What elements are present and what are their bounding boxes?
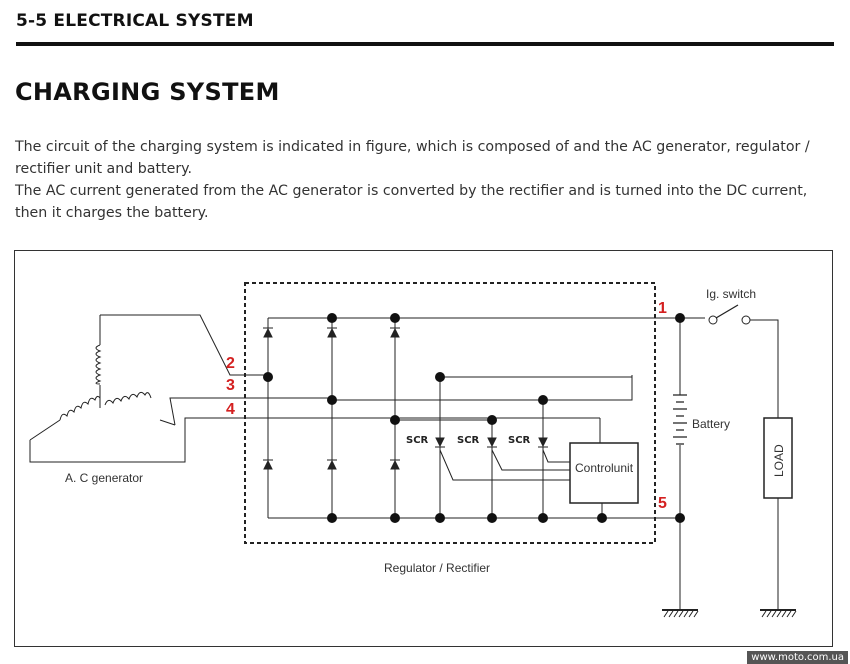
scr-label-3: SCR xyxy=(508,435,531,446)
junction-dots xyxy=(263,313,685,523)
terminal-3: 3 xyxy=(226,377,235,394)
terminal-1: 1 xyxy=(658,300,667,317)
generator-label: A. C generator xyxy=(65,471,143,485)
battery-cells xyxy=(673,394,687,445)
paragraph-2: The AC current generated from the AC gen… xyxy=(15,183,808,221)
wire-coil-right xyxy=(159,419,176,426)
regulator-boundary xyxy=(244,282,656,544)
switch-contact-right xyxy=(741,315,751,325)
coil-right xyxy=(104,391,152,406)
switch-right-wire xyxy=(750,319,779,418)
intro-text: The circuit of the charging system is in… xyxy=(15,136,830,224)
page-title: CHARGING SYSTEM xyxy=(15,78,280,106)
battery-label: Battery xyxy=(692,417,730,431)
wire-gen-bottom xyxy=(29,440,186,463)
scr-label-2: SCR xyxy=(457,435,480,446)
wire-phase-2 xyxy=(100,314,270,376)
coil-top xyxy=(95,344,102,385)
coil-left xyxy=(59,395,101,421)
paragraph-1: The circuit of the charging system is in… xyxy=(15,139,810,177)
scr-gate-3 xyxy=(542,449,570,463)
control-unit-box xyxy=(569,442,639,504)
ig-switch-label: Ig. switch xyxy=(706,287,756,301)
diagram-frame xyxy=(14,250,833,647)
regulator-label: Regulator / Rectifier xyxy=(384,561,490,575)
terminal-2: 2 xyxy=(226,355,235,372)
scr-gate-1 xyxy=(439,449,570,481)
diodes xyxy=(263,327,548,470)
switch-lever xyxy=(715,304,739,319)
scr-label-1: SCR xyxy=(406,435,429,446)
scr-gate-2 xyxy=(491,449,570,471)
wire-phase-4 xyxy=(184,417,600,445)
terminal-5: 5 xyxy=(658,495,667,512)
section-header: 5-5 ELECTRICAL SYSTEM xyxy=(16,11,254,31)
watermark: www.moto.com.ua xyxy=(747,651,848,664)
switch-contact-left xyxy=(708,315,718,325)
header-rule xyxy=(16,42,834,46)
terminal-4: 4 xyxy=(226,401,235,418)
ground-right-hatch xyxy=(761,610,797,618)
ground-left-hatch xyxy=(663,610,699,618)
wire-gen-left xyxy=(29,419,61,441)
control-unit-label: Controlunit xyxy=(575,461,634,475)
load-label: LOAD xyxy=(772,444,786,477)
